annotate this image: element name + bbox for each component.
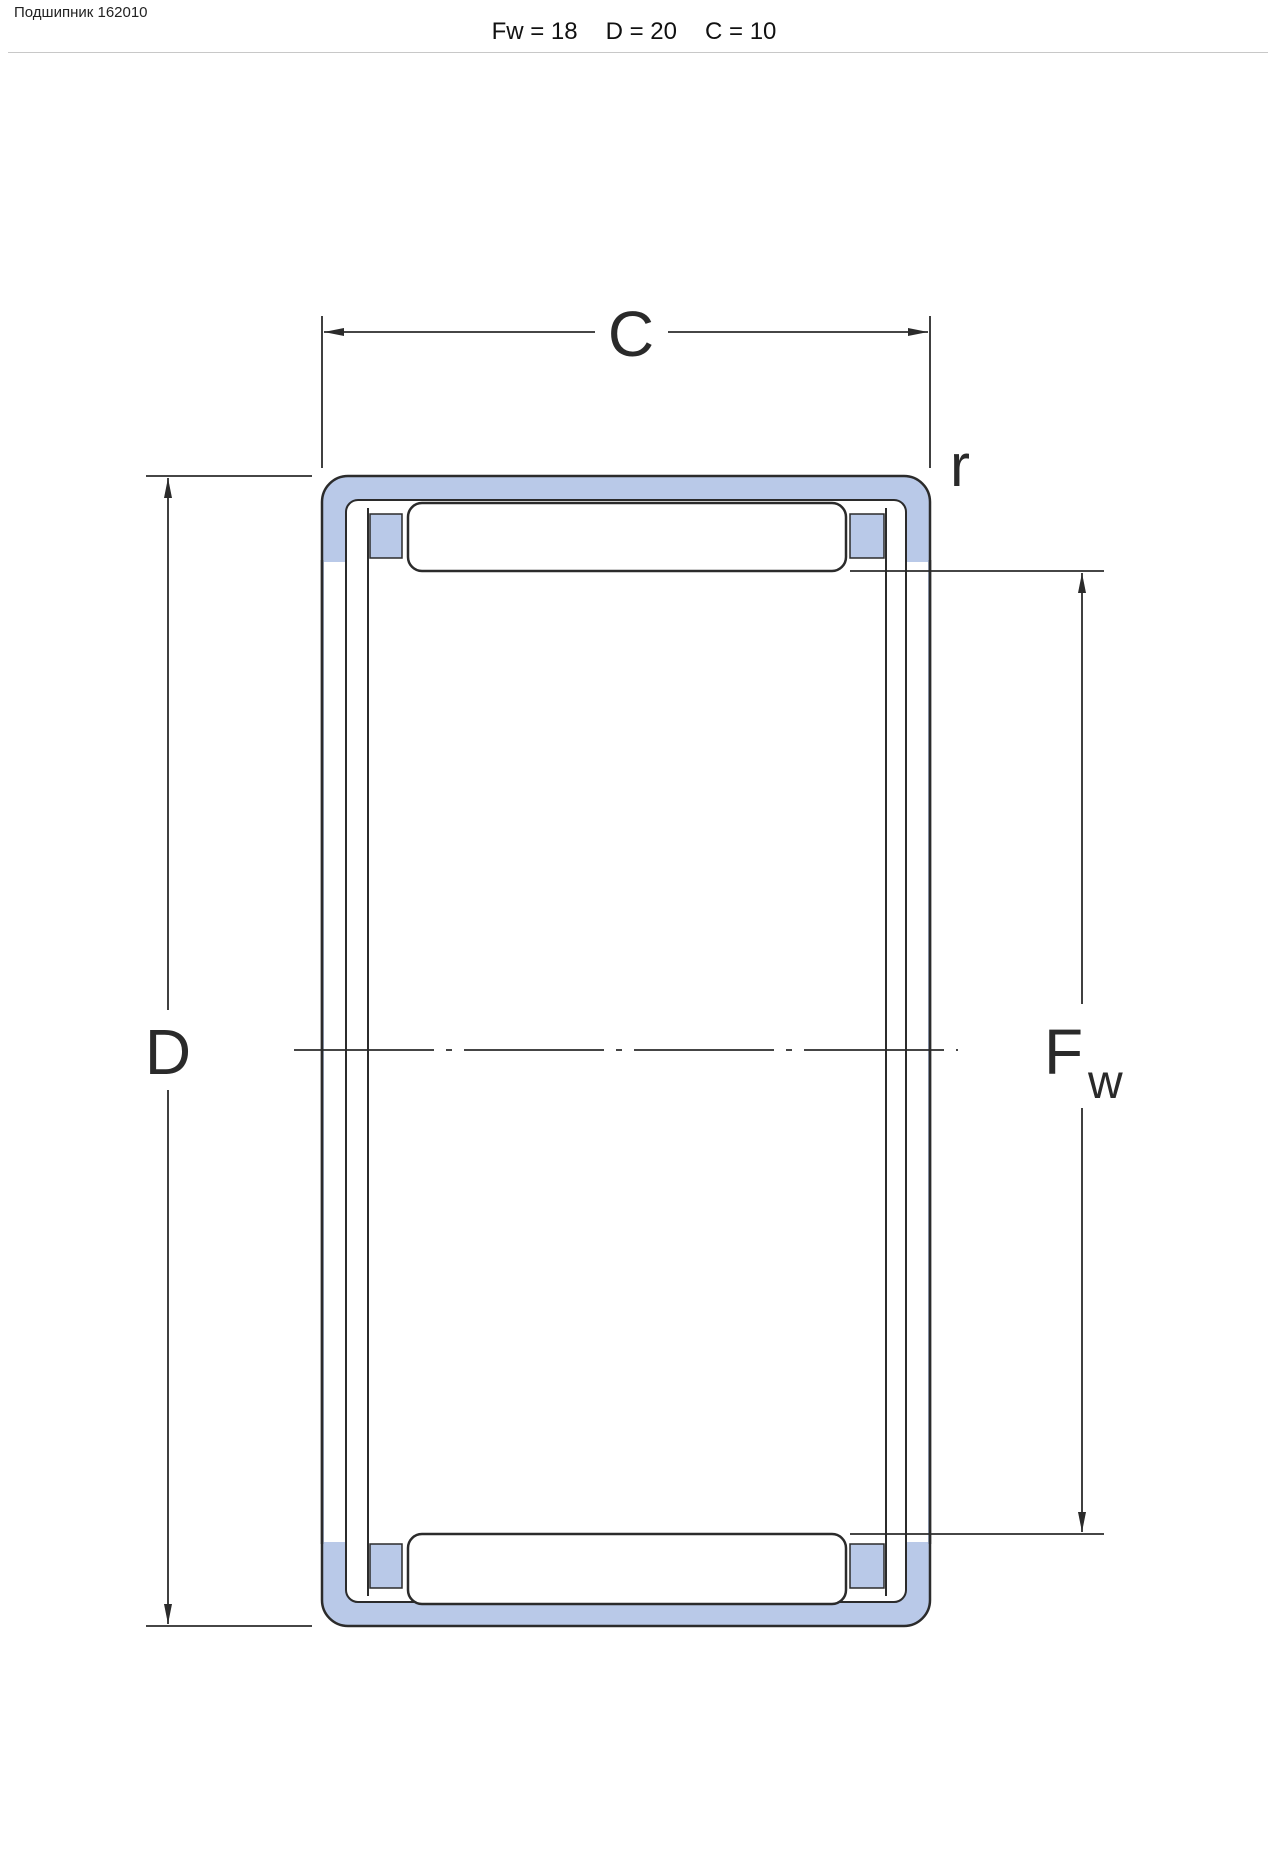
label-fw-subscript: w [1087,1056,1123,1109]
needle-roller-bottom [406,1532,848,1606]
label-r: r [950,432,970,499]
cage [367,508,887,1596]
label-fw-f: F [1044,1016,1083,1088]
label-c: C [608,298,654,370]
dim-fw: Fw = 18 [491,18,578,45]
dimension-fw [850,570,1104,1535]
dimension-d [146,475,312,1627]
dimension-c [321,316,931,468]
dim-d: D = 20 [605,18,678,45]
page-title: Подшипник 162010 [14,4,148,21]
outer-shell [320,474,932,1628]
header-divider [8,52,1268,53]
label-d: D [145,1016,191,1088]
dimensions-summary: Fw = 18 D = 20 C = 10 [0,18,1268,46]
dim-c: C = 10 [705,18,777,45]
needle-roller-top [406,501,848,573]
